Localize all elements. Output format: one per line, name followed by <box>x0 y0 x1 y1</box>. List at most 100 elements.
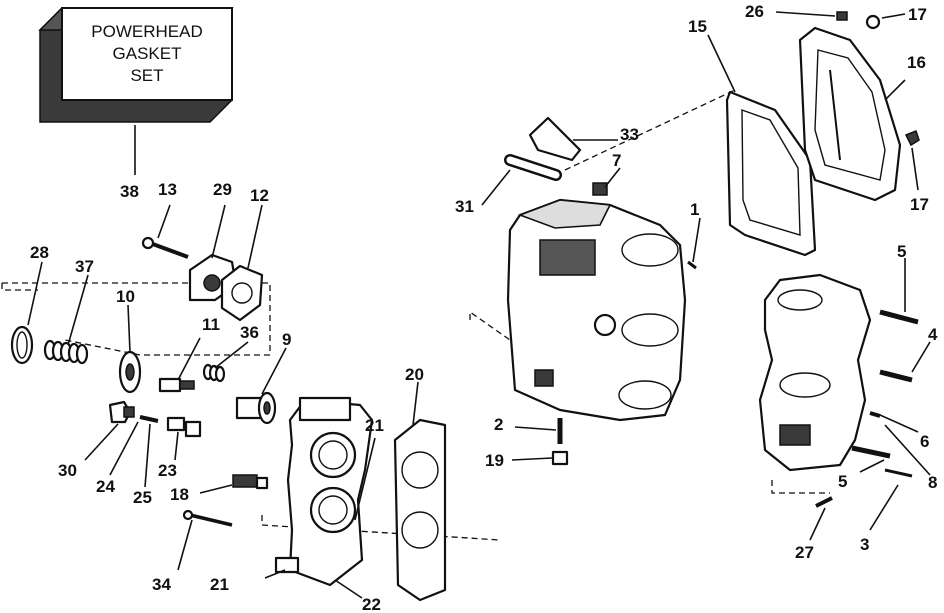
callout-17-top: 17 <box>908 5 927 24</box>
callout-4: 4 <box>928 325 938 344</box>
callout-5-upper: 5 <box>897 242 906 261</box>
cylinder-head-22 <box>274 396 374 587</box>
bracket-33 <box>528 116 582 162</box>
callout-34: 34 <box>152 575 171 594</box>
callout-11: 11 <box>202 315 220 334</box>
callout-29: 29 <box>213 180 232 199</box>
callout-38: 38 <box>120 182 139 201</box>
leader-23 <box>174 431 179 461</box>
fitting-23-body <box>166 416 186 432</box>
nut-19 <box>551 450 569 466</box>
bolt-34-shaft <box>189 513 233 527</box>
callout-21-upper: 21 <box>365 416 384 435</box>
leader-1 <box>692 217 701 263</box>
spring-37 <box>43 339 89 365</box>
callout-17-right: 17 <box>910 195 929 214</box>
leader-8 <box>884 424 931 476</box>
callout-31: 31 <box>455 197 474 216</box>
head-22-nipple <box>274 556 300 574</box>
callout-10: 10 <box>116 287 135 306</box>
head-22-chamber-2-inner <box>318 495 348 525</box>
hose-31-inner <box>506 156 560 179</box>
leader-lines <box>27 11 931 599</box>
callout-labels: 13 29 12 28 37 10 11 36 9 30 24 25 23 18… <box>30 2 938 613</box>
screw-13-shaft <box>149 241 189 259</box>
spring36-coil-3 <box>214 365 226 383</box>
callout-3: 3 <box>860 535 869 554</box>
gasket-20-bore-2 <box>401 511 439 549</box>
block-bore-low <box>618 380 672 410</box>
gasket-12 <box>220 264 264 322</box>
fitting-23 <box>166 416 202 438</box>
exhaust-cover-16 <box>798 26 902 202</box>
head-22-chamber-1-inner <box>318 440 348 470</box>
leader-3 <box>869 484 899 531</box>
callout-15: 15 <box>688 17 707 36</box>
leader-28 <box>27 261 43 326</box>
dash-line-crankcase <box>771 480 830 494</box>
screw-6 <box>869 411 881 418</box>
leader-37 <box>67 274 89 346</box>
bolt-5-lower <box>851 445 891 459</box>
leader-34 <box>177 519 193 571</box>
kit-box-line-3: SET <box>130 66 163 85</box>
callout-33: 33 <box>620 125 639 144</box>
bolt-4 <box>879 369 913 383</box>
leader-20 <box>412 381 419 426</box>
o-ring-28 <box>10 325 34 365</box>
leader-21b <box>264 569 286 579</box>
leader-15 <box>707 34 736 93</box>
callout-37: 37 <box>75 257 94 276</box>
callout-8: 8 <box>928 473 937 492</box>
bolt-34 <box>182 509 233 527</box>
callout-25: 25 <box>133 488 152 507</box>
crankcase <box>758 273 872 472</box>
leader-16 <box>884 79 906 101</box>
dowel-1 <box>687 260 697 270</box>
bolt-5-upper <box>879 309 919 325</box>
bolt-34-head <box>182 509 194 521</box>
callout-27: 27 <box>795 543 814 562</box>
fitting-7 <box>592 182 608 196</box>
screw-13-head <box>141 236 155 250</box>
sensor-18 <box>232 474 269 490</box>
leader-4 <box>911 341 931 373</box>
bolt-17-top <box>865 14 881 30</box>
head-22-top <box>298 396 352 422</box>
callout-36: 36 <box>240 323 259 342</box>
leader-19 <box>511 457 553 461</box>
bolt-26 <box>836 11 848 21</box>
valve-10-center <box>125 363 135 381</box>
sensor-18-tip <box>255 476 269 490</box>
callout-2: 2 <box>494 415 503 434</box>
screw-13 <box>141 236 189 259</box>
callout-16: 16 <box>907 53 926 72</box>
gasket-15-body <box>725 90 817 257</box>
sensor-18-body <box>232 474 258 488</box>
callout-26: 26 <box>745 2 764 21</box>
leader-31 <box>481 169 511 206</box>
crankcase-bolts <box>815 309 919 508</box>
crankcase-boss <box>779 424 811 446</box>
leader-17b <box>911 147 919 191</box>
thermostat-9-hole <box>263 401 271 415</box>
callout-18: 18 <box>170 485 189 504</box>
gasket-20-body <box>393 418 447 602</box>
callout-21-lower: 21 <box>210 575 229 594</box>
leader-2 <box>514 426 557 431</box>
cylinder-block <box>504 116 697 466</box>
block-body <box>506 198 687 422</box>
dash-line-left-upper <box>1 283 38 291</box>
fitting-23-nut <box>184 420 202 438</box>
callout-19: 19 <box>485 451 504 470</box>
pin-25 <box>139 415 159 423</box>
leader-5b <box>859 459 885 473</box>
block-lower-boss <box>534 369 554 387</box>
fitting-27 <box>815 496 833 508</box>
leader-22 <box>334 579 363 599</box>
leader-6 <box>879 414 919 433</box>
callout-20: 20 <box>405 365 424 384</box>
leader-30 <box>84 423 119 461</box>
callout-1: 1 <box>690 200 699 219</box>
